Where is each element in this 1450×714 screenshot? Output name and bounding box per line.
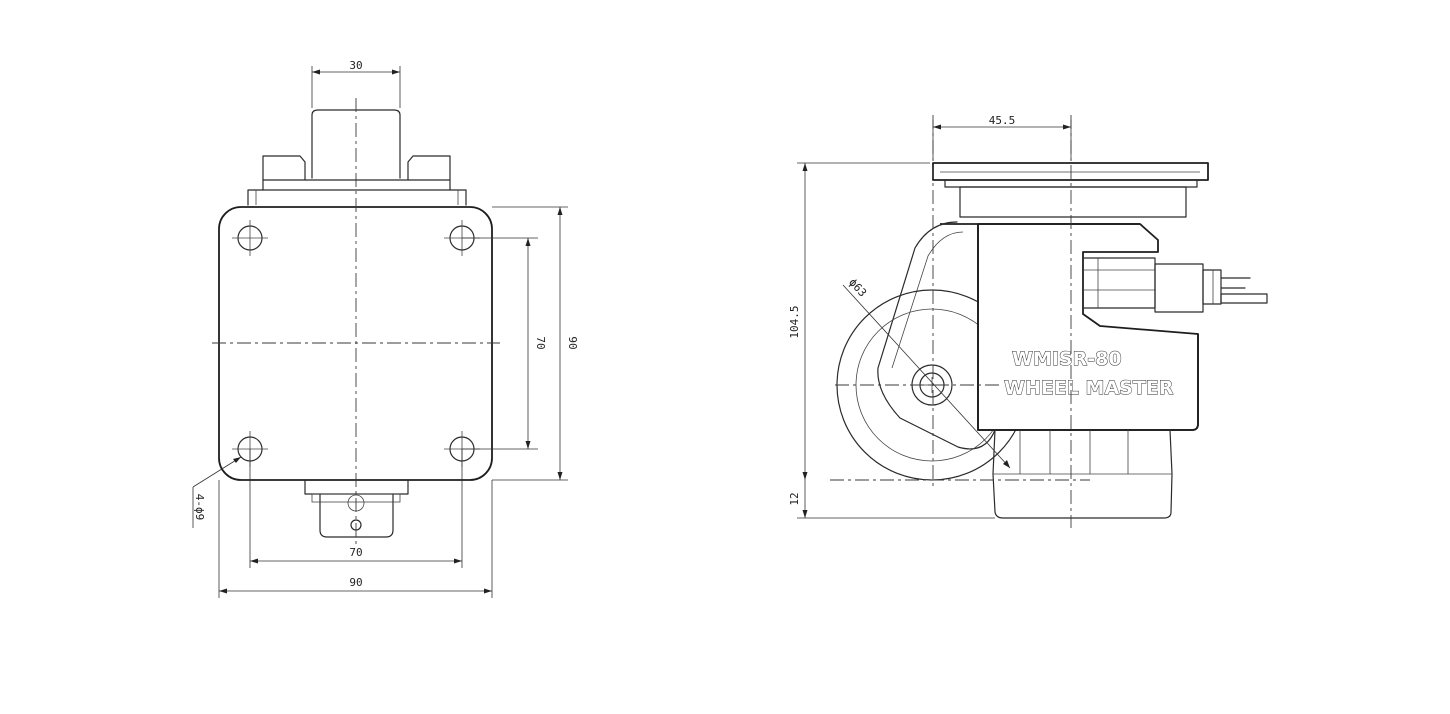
fork-arm: [877, 221, 996, 450]
dim-hole-spacing-horizontal: 70: [349, 546, 362, 559]
bottom-foot: [304, 479, 409, 495]
front-dimensions: 30 70 90 70 90 4-ϕ9: [192, 59, 579, 598]
dim-plate-width: 90: [349, 576, 362, 589]
dim-offset: 45.5: [989, 114, 1016, 127]
dim-wheel-diameter: ϕ63: [846, 276, 869, 299]
dim-stem-width: 30: [349, 59, 362, 72]
model-label: WMISR-80: [1012, 348, 1122, 370]
lever-mechanism: [1082, 257, 1268, 313]
front-view: [212, 98, 500, 545]
side-top-plate: [932, 162, 1209, 181]
leveling-foot: [992, 429, 1173, 519]
dim-hole-spacing-vertical: 70: [534, 336, 547, 349]
dim-hole-callout: 4-ϕ9: [193, 494, 206, 521]
dim-plate-height: 90: [566, 336, 579, 349]
dim-total-height: 104.5: [788, 305, 801, 338]
swivel-base: [959, 186, 1187, 218]
side-view: WMISR-80 WHEEL MASTER: [830, 115, 1268, 528]
mounting-plate: [218, 206, 493, 481]
dim-foot-height: 12: [788, 492, 801, 505]
top-shoulder: [262, 155, 451, 191]
brand-label: WHEEL MASTER: [1004, 377, 1174, 399]
